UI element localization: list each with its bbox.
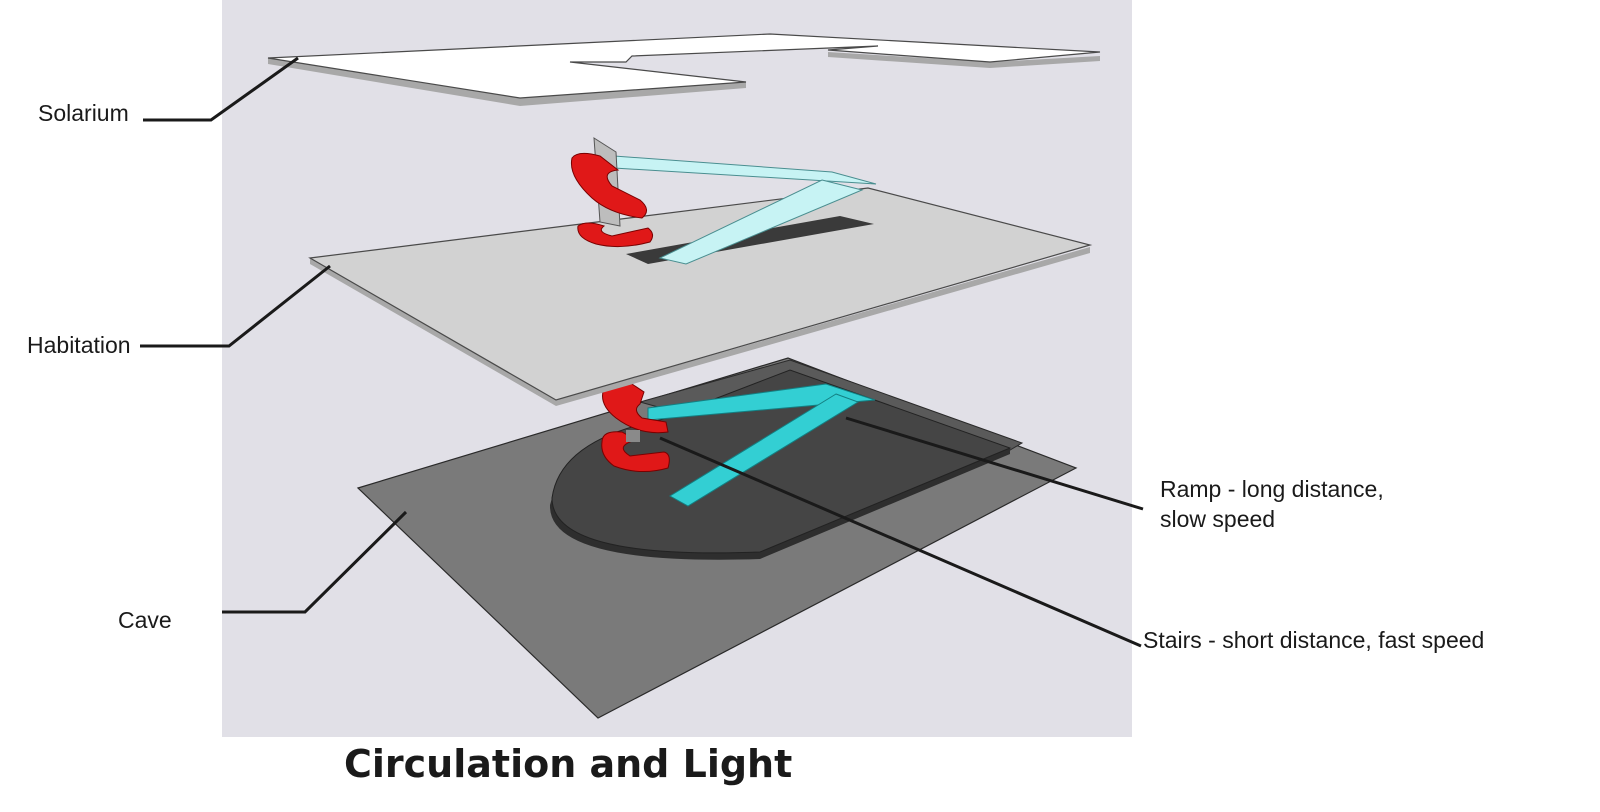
stairs-leader-line bbox=[659, 436, 1142, 648]
solarium-level bbox=[267, 33, 1101, 106]
solarium-slab-edge-right bbox=[828, 52, 1100, 68]
cave-label: Cave bbox=[118, 607, 172, 633]
solarium-label: Solarium bbox=[38, 100, 129, 126]
diagram-caption: Circulation and Light bbox=[344, 742, 793, 786]
cave-leader-line bbox=[222, 510, 408, 614]
cave-platform bbox=[551, 369, 1012, 554]
ramp-label-line2: slow speed bbox=[1160, 506, 1276, 532]
leader-lines bbox=[140, 56, 1144, 648]
ramp-label: Ramp - long distance, slow speed bbox=[1160, 474, 1384, 534]
habitation-stair-upper-loop bbox=[570, 152, 647, 219]
solarium-slab-edge bbox=[268, 58, 746, 106]
habitation-stair-lower-loop bbox=[577, 222, 654, 248]
ramp-leader-line bbox=[845, 416, 1144, 511]
solarium-slab bbox=[267, 33, 1101, 99]
cave-stair-lower-loop bbox=[601, 431, 670, 472]
habitation-leader-line bbox=[140, 264, 331, 348]
habitation-label: Habitation bbox=[27, 332, 131, 358]
habitation-level bbox=[308, 137, 1093, 406]
cave-ramp-lower-run bbox=[669, 393, 860, 507]
habitation-slab bbox=[308, 187, 1093, 401]
solarium-leader-line bbox=[143, 56, 299, 122]
cave-ramp-upper-run bbox=[647, 383, 876, 421]
stairs-label: Stairs - short distance, fast speed bbox=[1143, 627, 1485, 653]
cave-stair-core bbox=[626, 430, 640, 442]
cave-level bbox=[356, 357, 1078, 719]
habitation-ramp-lower-run bbox=[658, 179, 864, 265]
ramp-label-line1: Ramp - long distance, bbox=[1160, 476, 1384, 502]
